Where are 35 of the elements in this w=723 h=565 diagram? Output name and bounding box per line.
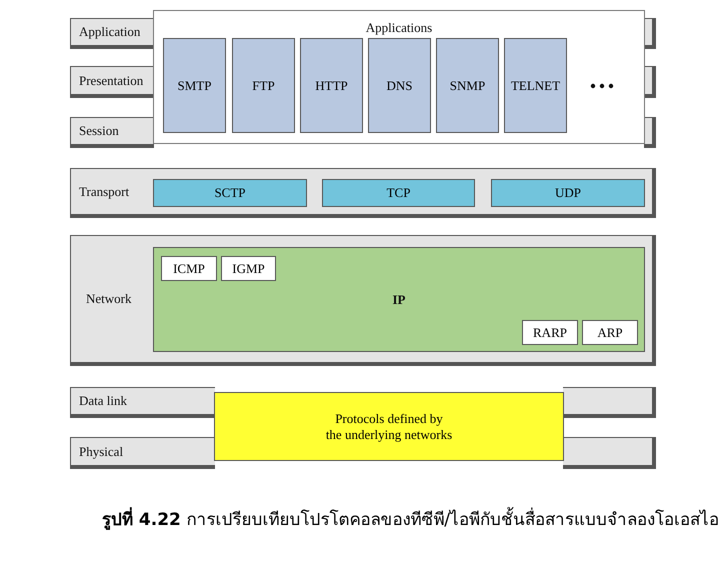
layer-label: Physical bbox=[79, 444, 124, 460]
protocol-box: Protocols defined by the underlying networks bbox=[214, 392, 564, 461]
protocol-box: TELNET bbox=[504, 38, 567, 133]
group-title: Applications bbox=[366, 20, 432, 36]
protocol-box: IGMP bbox=[221, 256, 276, 281]
protocol-area bbox=[153, 247, 645, 352]
layer-label: Network bbox=[86, 291, 132, 307]
protocol-box: SCTP bbox=[153, 179, 307, 207]
layer-band bbox=[70, 66, 154, 98]
protocol-box: ARP bbox=[582, 320, 638, 345]
protocol-box: FTP bbox=[232, 38, 295, 133]
protocol-box: SNMP bbox=[436, 38, 499, 133]
layer-band-end bbox=[563, 387, 656, 418]
layer-label: Transport bbox=[79, 184, 130, 200]
layer-label: Application bbox=[79, 24, 140, 40]
protocol-box: TCP bbox=[322, 179, 475, 207]
applications-box bbox=[153, 10, 645, 144]
protocol-label: IP bbox=[392, 292, 406, 308]
layer-band bbox=[70, 387, 215, 418]
layer-band bbox=[70, 437, 215, 469]
protocol-box: ICMP bbox=[161, 256, 217, 281]
layer-band bbox=[70, 168, 656, 218]
protocol-box: DNS bbox=[368, 38, 431, 133]
layer-band bbox=[70, 117, 154, 148]
layer-label: Presentation bbox=[79, 72, 144, 88]
layer-band bbox=[70, 235, 656, 366]
layer-label: Session bbox=[79, 123, 119, 139]
protocol-box: HTTP bbox=[300, 38, 363, 133]
layer-band bbox=[70, 18, 154, 49]
protocol-box: SMTP bbox=[163, 38, 226, 133]
protocol-box: UDP bbox=[491, 179, 645, 207]
layer-label: Data link bbox=[79, 393, 128, 409]
layer-band-end bbox=[563, 437, 656, 469]
figure-caption: รูปที่ 4.22 การเปรียบเทียบโปรโตคอลของทีซีพี/ไอพีกับชั้นสื่อสารแบบจำลองโอเอสไอ bbox=[102, 505, 719, 532]
protocol-box: RARP bbox=[522, 320, 578, 345]
